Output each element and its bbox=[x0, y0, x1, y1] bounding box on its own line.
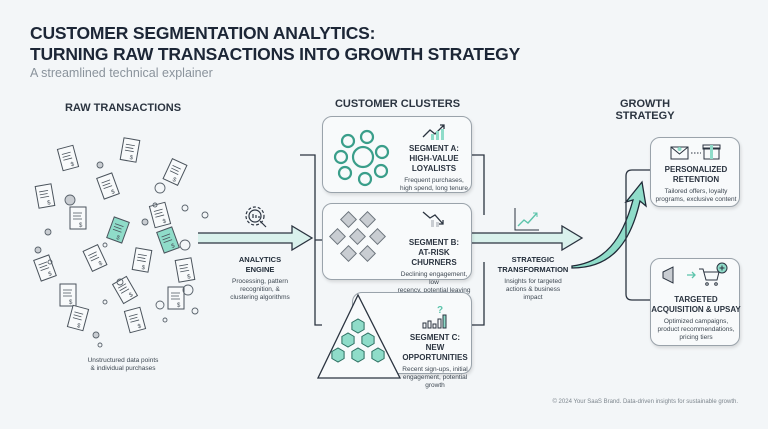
svg-text:$: $ bbox=[171, 243, 177, 250]
data-point-dot bbox=[102, 299, 108, 305]
svg-text:?: ? bbox=[437, 305, 443, 316]
trend-down-chart-icon bbox=[422, 211, 444, 227]
svg-text:$: $ bbox=[177, 303, 181, 309]
receipt-icon: $ bbox=[34, 183, 56, 209]
svg-text:$: $ bbox=[141, 265, 146, 272]
data-point-dot bbox=[152, 202, 158, 208]
svg-text:$: $ bbox=[47, 200, 52, 207]
svg-text:$: $ bbox=[129, 155, 134, 162]
svg-text:$: $ bbox=[171, 177, 177, 184]
data-point-dot bbox=[64, 194, 76, 206]
envelope-gift-icon bbox=[670, 144, 721, 160]
arrow-to-clusters bbox=[198, 224, 314, 252]
receipt-icon: $ bbox=[33, 254, 57, 282]
growth-curved-arrow bbox=[571, 180, 647, 269]
segment-b-card[interactable]: SEGMENT B: AT-RISK CHURNERS Declining en… bbox=[322, 203, 472, 294]
data-point-dot bbox=[201, 211, 209, 219]
svg-text:$: $ bbox=[70, 162, 75, 169]
right-bracket bbox=[472, 154, 485, 326]
data-point-dot bbox=[34, 246, 42, 254]
segment-a-card[interactable]: SEGMENT A: HIGH-VALUE LOYALISTS Frequent… bbox=[322, 116, 472, 193]
arrow-to-strategy bbox=[472, 224, 584, 252]
svg-text:$: $ bbox=[162, 219, 167, 226]
megaphone-cart-icon bbox=[662, 262, 728, 286]
data-point-dot bbox=[102, 242, 108, 248]
trend-up-chart-icon bbox=[422, 124, 445, 140]
receipt-icon: $ bbox=[82, 243, 108, 273]
receipt-icon: $ bbox=[96, 172, 120, 200]
data-point-dot bbox=[191, 307, 199, 315]
svg-text:$: $ bbox=[76, 323, 81, 330]
circle-cluster-icon bbox=[333, 129, 390, 187]
svg-text:$: $ bbox=[115, 235, 121, 242]
data-point-dot bbox=[154, 182, 166, 194]
receipt-icon: $ bbox=[66, 304, 90, 332]
retention-card[interactable]: PERSONALIZED RETENTION Tailored offers, … bbox=[650, 137, 740, 207]
customer-clusters-heading: CUSTOMER CLUSTERS bbox=[334, 98, 461, 110]
gear-magnifier-icon bbox=[245, 206, 267, 228]
svg-text:$: $ bbox=[111, 189, 117, 196]
svg-text:$: $ bbox=[98, 260, 104, 267]
receipt-icon: $ bbox=[106, 216, 130, 244]
data-point-dot bbox=[179, 239, 191, 251]
receipt-icon: $ bbox=[56, 144, 80, 172]
raw-transactions-caption: Unstructured data points& individual pur… bbox=[87, 357, 159, 372]
data-point-dot bbox=[96, 161, 104, 169]
data-point-dot bbox=[162, 317, 168, 323]
footer: © 2024 Your SaaS Brand. Data-driven insi… bbox=[552, 399, 738, 405]
segment-c-card[interactable]: ? SEGMENT C: NEW OPPORTUNITIES Recent si… bbox=[352, 292, 472, 389]
growth-bracket bbox=[625, 169, 650, 301]
svg-text:$: $ bbox=[187, 274, 192, 281]
receipt-icon: $ bbox=[111, 275, 139, 305]
receipt-icon: $ bbox=[59, 283, 77, 307]
diamond-cluster-icon bbox=[329, 211, 386, 262]
data-point-dot bbox=[92, 331, 100, 339]
data-point-dot bbox=[47, 259, 53, 265]
data-point-dot bbox=[155, 300, 165, 310]
receipt-icon: $ bbox=[131, 247, 153, 273]
svg-text:$: $ bbox=[79, 223, 83, 229]
svg-text:$: $ bbox=[137, 324, 142, 331]
raw-transactions-heading: RAW TRANSACTIONS bbox=[64, 102, 182, 114]
data-point-dot bbox=[97, 342, 103, 348]
receipt-icon: $ bbox=[167, 286, 185, 310]
receipt-icon: $ bbox=[156, 226, 180, 254]
data-point-dot bbox=[182, 284, 194, 296]
receipt-icon: $ bbox=[148, 201, 172, 229]
receipt-icon: $ bbox=[69, 206, 87, 230]
line-chart-icon bbox=[514, 208, 539, 231]
receipt-icon: $ bbox=[119, 137, 141, 163]
receipt-icon: $ bbox=[123, 306, 147, 334]
raw-transactions-scatter: $ $ $ $ $ $ $ $ $ $ $ $ $ $ $ $ $ $ bbox=[33, 137, 209, 348]
receipt-icon: $ bbox=[174, 257, 196, 283]
data-point-dot bbox=[141, 218, 149, 226]
strategic-transformation-label: STRATEGIC TRANSFORMATION Insights for ta… bbox=[497, 255, 569, 301]
data-point-dot bbox=[44, 228, 52, 236]
receipt-icon: $ bbox=[162, 157, 188, 187]
question-bar-chart-icon: ? bbox=[422, 305, 447, 329]
svg-text:$: $ bbox=[69, 300, 73, 306]
svg-text:$: $ bbox=[128, 292, 134, 299]
growth-strategy-heading: GROWTH STRATEGY bbox=[615, 98, 675, 122]
data-point-dot bbox=[116, 278, 124, 286]
acquisition-card[interactable]: TARGETED ACQUISITION & UPSAY Optimized c… bbox=[650, 258, 741, 346]
svg-text:$: $ bbox=[48, 271, 54, 278]
page-subtitle: A streamlined technical explainer bbox=[30, 66, 213, 80]
page-title: CUSTOMER SEGMENTATION ANALYTICS:TURNING … bbox=[30, 23, 521, 64]
data-point-dot bbox=[181, 204, 189, 212]
